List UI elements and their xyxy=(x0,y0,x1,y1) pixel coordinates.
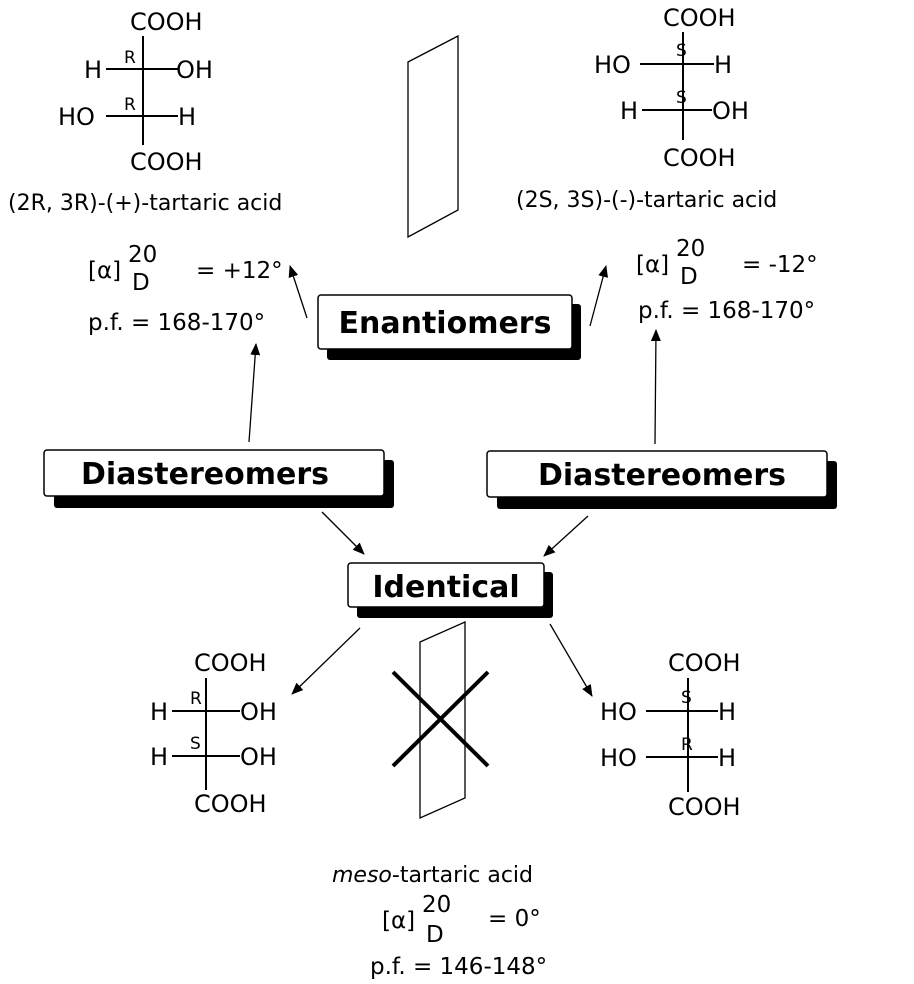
cross-stroke-2 xyxy=(391,670,490,768)
arrow-identical-to-meso-left xyxy=(291,627,361,695)
ss-top-cooh: COOH xyxy=(663,4,736,32)
rr-melting-point: p.f. = 168-170° xyxy=(88,310,265,336)
arrow-enantiomers-to-ss xyxy=(589,265,608,327)
ss-rotation-temp: 20 xyxy=(676,236,705,262)
rr-rotation-temp: 20 xyxy=(128,242,157,268)
meso-name-prefix: meso xyxy=(332,863,392,888)
diastereomers-left-label: Diastereomers xyxy=(81,457,329,492)
rr-bottom-cooh: COOH xyxy=(130,148,203,176)
meso-properties: meso-tartaric acid [α] 20 D = 0° p.f. = … xyxy=(332,863,547,980)
meso-right-structure: COOH HO S H HO R H COOH xyxy=(600,649,741,821)
relationship-arrows xyxy=(248,265,661,697)
ss-rotation-symbol: [α] xyxy=(636,252,669,278)
meso-name: meso-tartaric acid xyxy=(332,863,533,888)
ss-properties: [α] 20 D = -12° p.f. = 168-170° xyxy=(636,236,818,324)
meso-name-suffix: -tartaric acid xyxy=(392,863,533,888)
ss-row1-right: H xyxy=(714,51,732,79)
ss-row2-left: H xyxy=(620,97,638,125)
rr-row1-config: R xyxy=(124,48,136,68)
arrow-diastereomers-right-down xyxy=(543,515,589,557)
ss-tartaric-acid: COOH HO S H H S OH COOH (2S, 3S)-(-)-tar… xyxy=(516,4,777,213)
crossed-mirror-plane xyxy=(391,620,490,820)
ss-melting-point: p.f. = 168-170° xyxy=(638,298,815,324)
meso-left-row2-left: H xyxy=(150,743,168,771)
rr-properties: [α] 20 D = +12° p.f. = 168-170° xyxy=(88,242,283,336)
meso-left-row2-right: OH xyxy=(240,743,277,771)
meso-left-bottom-cooh: COOH xyxy=(194,790,267,818)
arrow-diastereomers-right-up xyxy=(650,329,661,445)
meso-right-top-cooh: COOH xyxy=(668,649,741,677)
meso-left-top-cooh: COOH xyxy=(194,649,267,677)
ss-bottom-cooh: COOH xyxy=(663,144,736,172)
rr-top-cooh: COOH xyxy=(130,8,203,36)
rr-rotation-line: D xyxy=(132,270,150,296)
identical-box: Identical xyxy=(347,562,553,618)
meso-rotation-temp: 20 xyxy=(422,892,451,918)
meso-right-row2-left: HO xyxy=(600,744,637,772)
rr-tartaric-acid: COOH H R OH HO R H COOH (2R, 3R)-(+)-tar… xyxy=(8,8,282,216)
meso-right-row2-config: R xyxy=(681,735,693,755)
ss-row2-config: S xyxy=(676,88,687,108)
meso-rotation-symbol: [α] xyxy=(382,908,415,934)
rr-rotation-symbol: [α] xyxy=(88,258,121,284)
meso-left-row2-config: S xyxy=(190,734,201,754)
meso-left-structure: COOH H R OH H S OH COOH xyxy=(150,649,277,818)
enantiomers-box: Enantiomers xyxy=(317,294,581,360)
meso-left-row1-config: R xyxy=(190,689,202,709)
rr-rotation-value: = +12° xyxy=(196,258,283,284)
ss-rotation-line: D xyxy=(680,264,698,290)
diastereomers-right-box: Diastereomers xyxy=(486,450,837,509)
arrow-diastereomers-left-down xyxy=(321,511,365,555)
rr-row1-right: OH xyxy=(176,56,213,84)
diastereomers-right-label: Diastereomers xyxy=(538,458,786,493)
meso-melting-point: p.f. = 146-148° xyxy=(370,954,547,980)
rr-row2-config: R xyxy=(124,95,136,115)
ss-row1-left: HO xyxy=(594,51,631,79)
rr-row2-right: H xyxy=(178,103,196,131)
top-mirror-plane xyxy=(407,34,459,239)
rr-row2-left: HO xyxy=(58,103,95,131)
ss-row1-config: S xyxy=(676,41,687,61)
meso-right-row1-right: H xyxy=(718,698,736,726)
meso-right-row1-left: HO xyxy=(600,698,637,726)
meso-right-bottom-cooh: COOH xyxy=(668,793,741,821)
diastereomers-left-box: Diastereomers xyxy=(43,449,394,508)
meso-right-row2-right: H xyxy=(718,744,736,772)
meso-rotation-value: = 0° xyxy=(488,906,541,932)
identical-label: Identical xyxy=(372,570,519,605)
enantiomers-label: Enantiomers xyxy=(339,306,552,341)
arrow-enantiomers-to-rr xyxy=(288,265,308,319)
arrow-identical-to-meso-right xyxy=(549,623,593,697)
arrow-diastereomers-left-up xyxy=(248,343,261,443)
ss-name: (2S, 3S)-(-)-tartaric acid xyxy=(516,188,777,213)
ss-row2-right: OH xyxy=(712,97,749,125)
rr-name: (2R, 3R)-(+)-tartaric acid xyxy=(8,191,282,216)
rr-row1-left: H xyxy=(84,56,102,84)
meso-left-row1-right: OH xyxy=(240,698,277,726)
ss-rotation-value: = -12° xyxy=(742,252,818,278)
meso-right-row1-config: S xyxy=(681,688,692,708)
meso-rotation-line: D xyxy=(426,922,444,948)
meso-left-row1-left: H xyxy=(150,698,168,726)
